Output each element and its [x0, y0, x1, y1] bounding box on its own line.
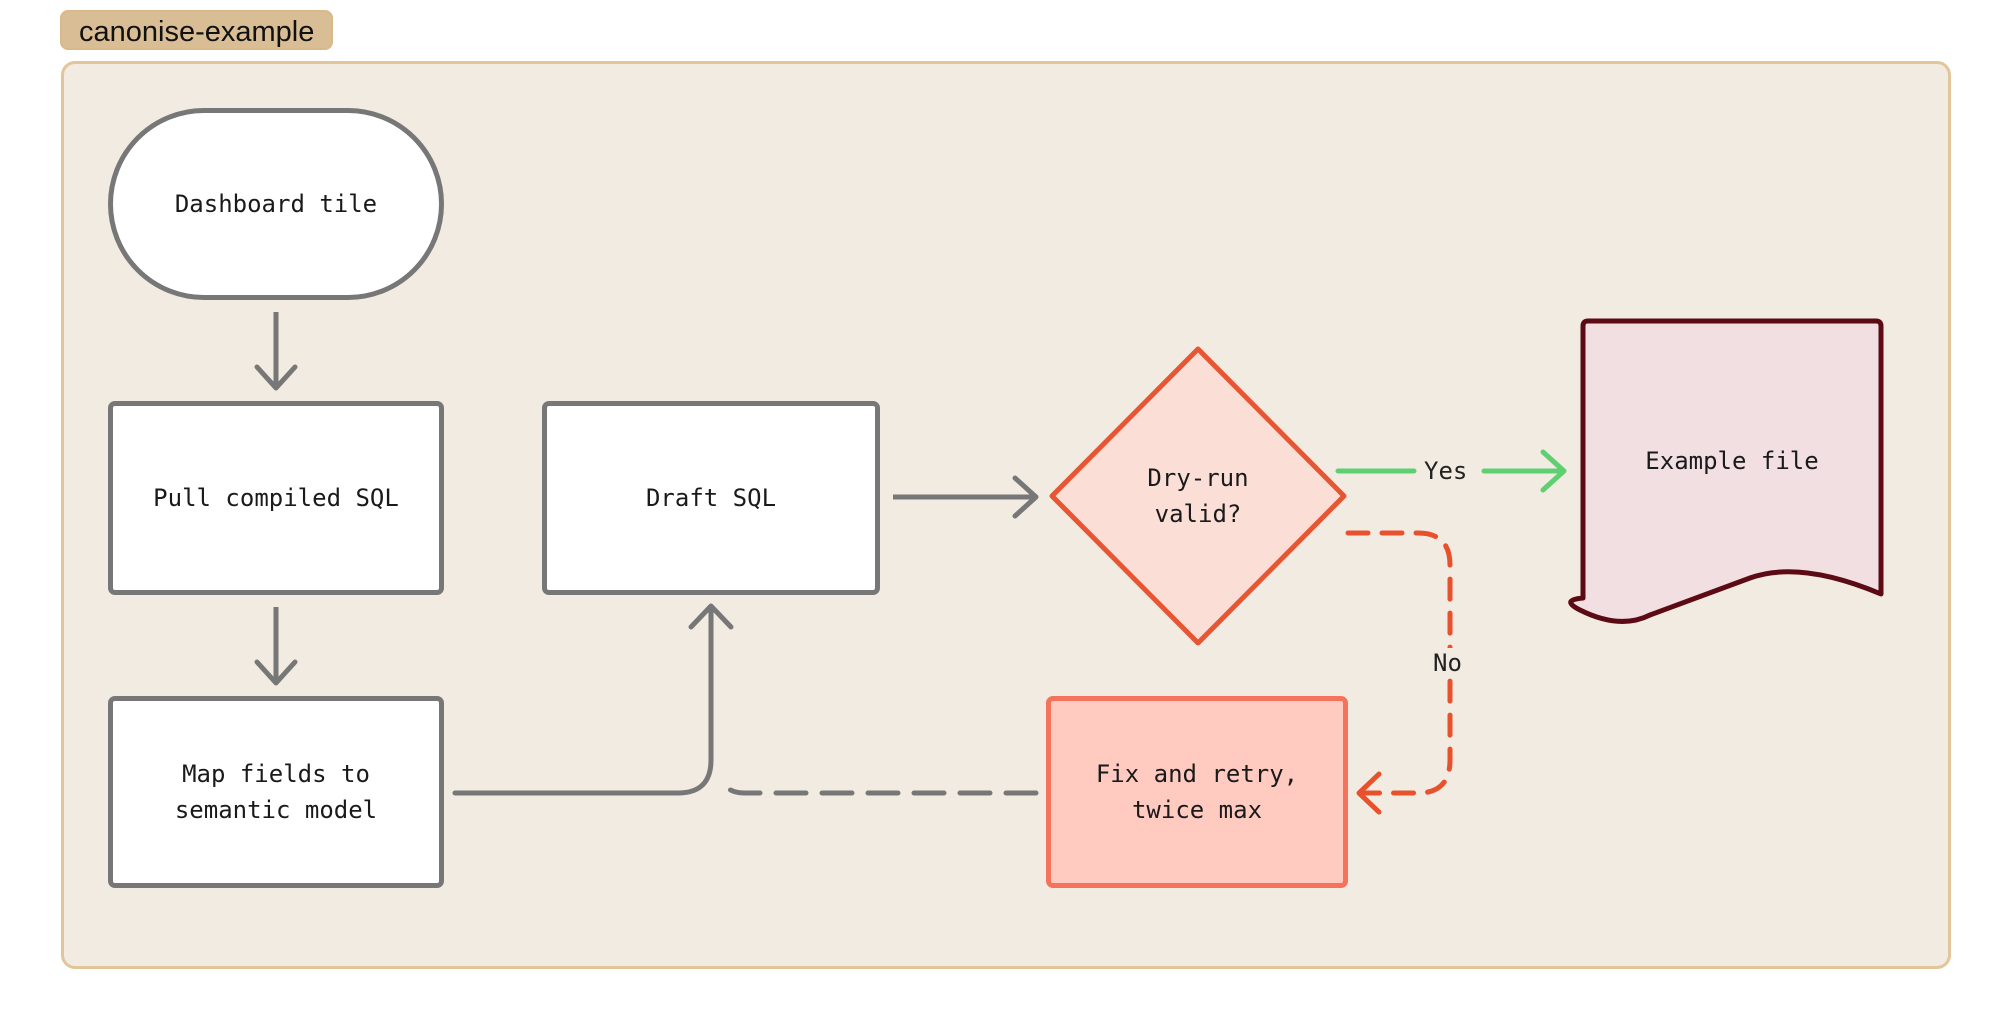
node-dashboard-tile: Dashboard tile: [108, 108, 444, 300]
arrowhead-draft-to-dryrun: [1012, 475, 1039, 519]
arrowhead-pull-to-map: [254, 659, 298, 686]
edge-label-no: No: [1429, 648, 1466, 678]
arrowhead-no: [1356, 771, 1382, 815]
group-label: canonise-example: [60, 10, 334, 50]
node-example-file-label: Example file: [1645, 447, 1819, 475]
decision-shape: [1049, 346, 1347, 646]
node-example-file: Example file: [1600, 426, 1864, 496]
node-fix-and-retry: Fix and retry, twice max: [1046, 696, 1348, 888]
node-dashboard-tile-label: Dashboard tile: [174, 190, 378, 218]
node-draft-sql: Draft SQL: [542, 401, 880, 595]
arrow-map-to-draft: [452, 607, 714, 796]
node-dry-run-valid: Dry-run valid?: [1098, 446, 1298, 546]
arrowhead-dashboard-to-pull: [254, 364, 298, 391]
arrow-fix-to-draft: [719, 778, 1039, 796]
arrowhead-yes: [1540, 449, 1567, 493]
node-draft-sql-label: Draft SQL: [645, 484, 777, 512]
node-dry-run-valid-label: Dry-run valid?: [1147, 464, 1249, 528]
node-pull-compiled-sql: Pull compiled SQL: [108, 401, 444, 595]
document-shape: [1568, 318, 1884, 624]
node-map-fields: Map fields to semantic model: [108, 696, 444, 888]
node-fix-and-retry-label: Fix and retry, twice max: [1095, 760, 1299, 824]
edge-label-yes: Yes: [1420, 456, 1472, 486]
arrowhead-map-to-draft: [688, 603, 734, 630]
node-pull-compiled-sql-label: Pull compiled SQL: [153, 484, 399, 512]
node-map-fields-label: Map fields to semantic model: [174, 760, 378, 824]
